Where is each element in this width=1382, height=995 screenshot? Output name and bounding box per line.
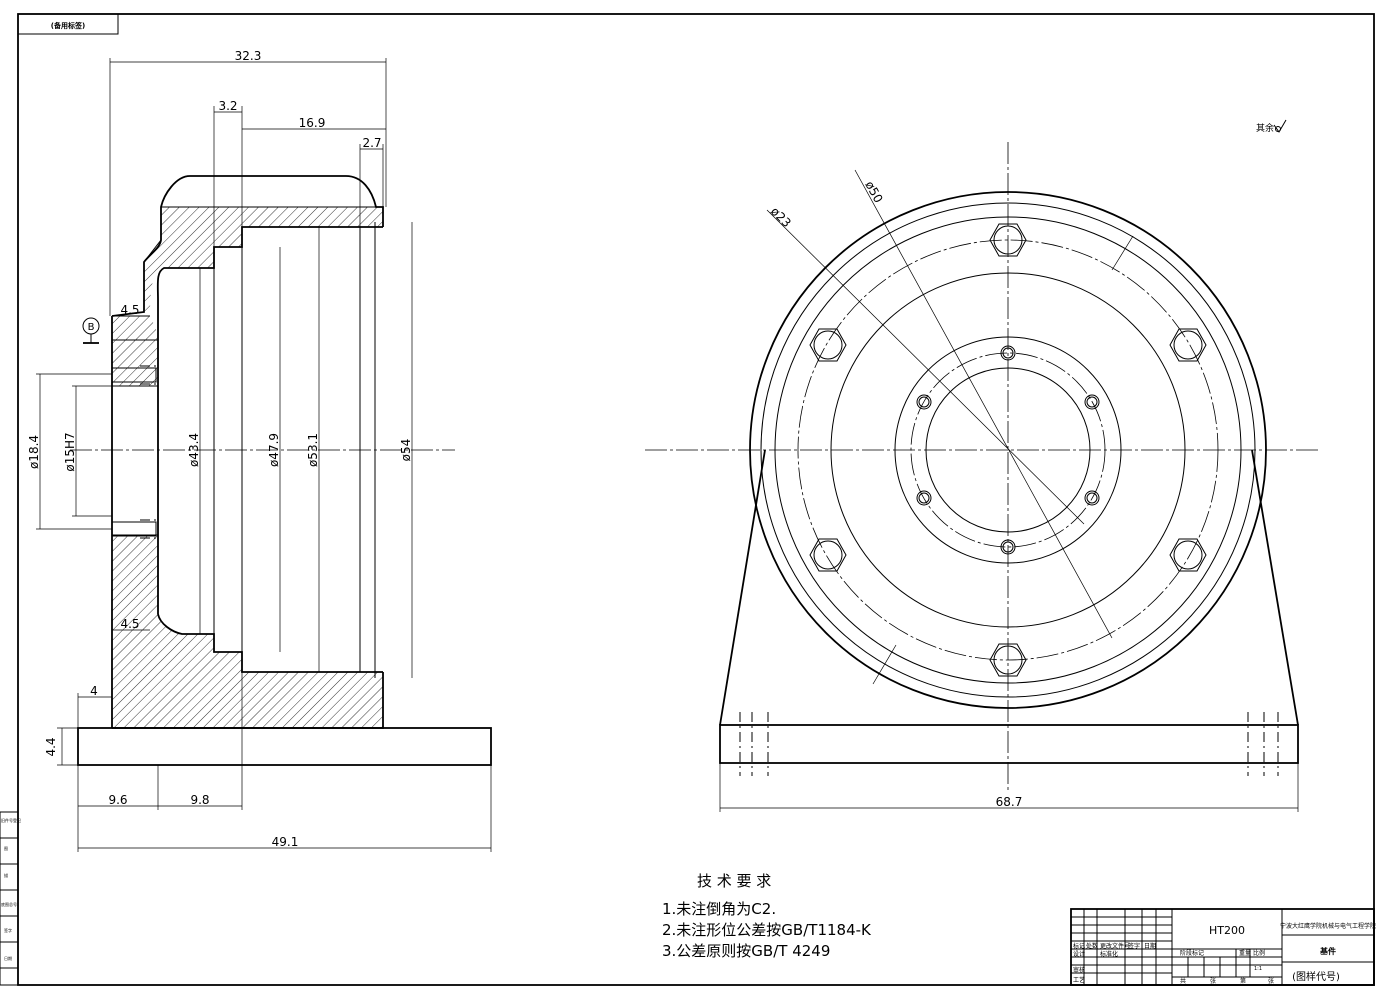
svg-text:张: 张 — [1268, 977, 1274, 985]
dim-9-6: 9.6 — [108, 793, 127, 807]
hex-bolt — [989, 223, 1027, 257]
svg-text:标记: 标记 — [1073, 942, 1085, 950]
svg-text:处数: 处数 — [1086, 942, 1098, 950]
svg-text:更改文件号: 更改文件号 — [1100, 942, 1130, 950]
lower-section-hatch — [112, 535, 383, 728]
front-view: ø50 ø23 68.7 — [645, 142, 1318, 812]
svg-text:第: 第 — [1240, 977, 1246, 985]
tech-line-3: 3.公差原则按GB/T 4249 — [662, 942, 830, 960]
dim-16-9: 16.9 — [299, 116, 326, 130]
svg-text:B: B — [88, 322, 95, 333]
bolt-hole — [1000, 539, 1016, 555]
bolt-hole — [1084, 394, 1100, 410]
dim-9-8: 9.8 — [190, 793, 209, 807]
side-strip-label: 签字 — [4, 927, 12, 933]
svg-text:日期: 日期 — [1144, 942, 1156, 950]
base-plate — [77, 727, 492, 766]
dim-4: 4 — [90, 684, 98, 698]
drawing-code-text: (图样代号) — [1292, 970, 1340, 983]
dim-phi54: ø54 — [399, 439, 413, 462]
part-name-text: 基件 — [1319, 946, 1336, 956]
side-strip-label: 图 — [4, 845, 8, 851]
corner-label-box — [17, 13, 119, 35]
section-view: B 32.3 3.2 16.9 2.7 4.5 4.5 4 4.4 9.6 9.… — [27, 49, 492, 852]
dim-32-3: 32.3 — [235, 49, 262, 63]
side-strip-label: 旧件号登记 — [1, 817, 21, 823]
dim-phi15h7: ø15H7 — [63, 432, 77, 471]
bolt-hole — [916, 490, 932, 506]
hex-bolt — [1169, 538, 1207, 572]
side-strip: 旧件号登记 图 描 底图总号 签字 日期 — [0, 811, 21, 986]
datum-b: B — [82, 317, 100, 344]
dim-phi47-9: ø47.9 — [267, 433, 281, 467]
drawing-border — [17, 13, 1375, 986]
dim-phi18-4: ø18.4 — [27, 435, 41, 469]
title-block: HT200 宁波大红鹰学院机械与电气工程学院 基件 (图样代号) 1:1 标记 … — [1070, 908, 1376, 986]
svg-text:设计: 设计 — [1073, 950, 1085, 958]
svg-text:阶段标记: 阶段标记 — [1180, 949, 1204, 957]
dim-68-7: 68.7 — [996, 795, 1023, 809]
dim-3-2: 3.2 — [218, 99, 237, 113]
dim-phi53-1: ø53.1 — [306, 433, 320, 467]
tech-title: 技 术 要 求 — [697, 872, 771, 890]
svg-text:签字: 签字 — [1128, 942, 1140, 950]
hex-bolt — [989, 643, 1027, 677]
corner-label: (备用标签) — [51, 21, 85, 30]
tech-line-2: 2.未注形位公差按GB/T1184-K — [662, 921, 872, 939]
bolt-hole — [916, 394, 932, 410]
roughness-note: 其余 — [1256, 119, 1287, 134]
svg-text:其余: 其余 — [1256, 122, 1274, 134]
dim-phi43-4: ø43.4 — [187, 433, 201, 467]
side-strip-label: 描 — [4, 872, 8, 878]
hex-bolt — [809, 538, 847, 572]
svg-text:审核: 审核 — [1073, 966, 1085, 974]
tech-line-1: 1.未注倒角为C2. — [662, 900, 776, 918]
svg-text:比例: 比例 — [1253, 949, 1265, 957]
dim-2-7: 2.7 — [362, 136, 381, 150]
technical-requirements: 技 术 要 求 1.未注倒角为C2. 2.未注形位公差按GB/T1184-K 3… — [662, 872, 872, 960]
svg-text:共: 共 — [1180, 977, 1186, 985]
dim-4-4: 4.4 — [44, 737, 58, 756]
bolt-hole — [1084, 490, 1100, 506]
scale-text: 1:1 — [1254, 966, 1262, 972]
school-text: 宁波大红鹰学院机械与电气工程学院 — [1280, 922, 1376, 930]
svg-text:标准化: 标准化 — [1100, 950, 1118, 958]
dim-phi23: ø23 — [768, 204, 794, 230]
upper-section-hatch — [112, 207, 383, 386]
dim-4-5-bottom: 4.5 — [120, 617, 139, 631]
hex-bolt — [809, 328, 847, 362]
svg-text:张: 张 — [1210, 977, 1216, 985]
dim-phi50: ø50 — [862, 179, 885, 206]
hex-bolt — [1169, 328, 1207, 362]
svg-text:重量: 重量 — [1239, 949, 1251, 957]
dim-4-5-top: 4.5 — [120, 303, 139, 317]
material-text: HT200 — [1209, 924, 1245, 937]
front-base — [719, 724, 1299, 764]
side-strip-label: 底图总号 — [1, 901, 17, 907]
svg-text:工艺: 工艺 — [1073, 976, 1085, 984]
dim-49-1: 49.1 — [272, 835, 299, 849]
bolt-hole — [1000, 345, 1016, 361]
side-strip-label: 日期 — [4, 955, 12, 961]
